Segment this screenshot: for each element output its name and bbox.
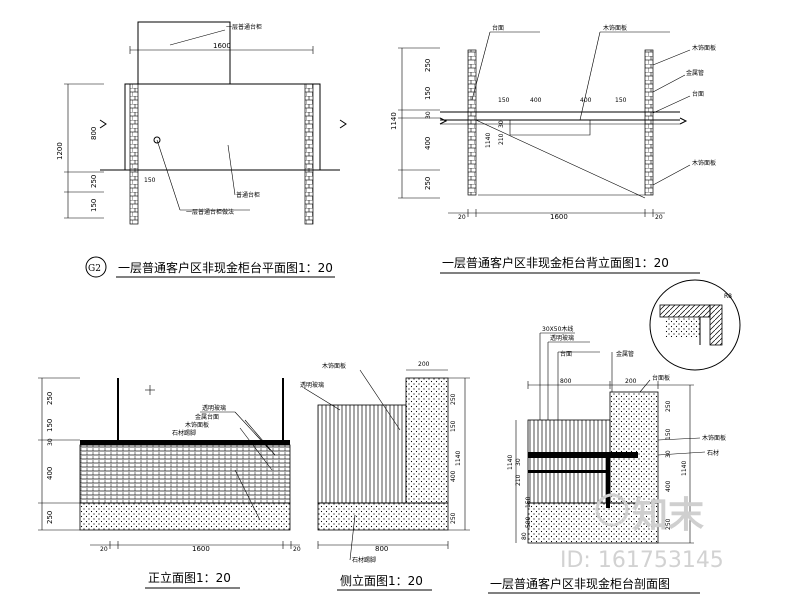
side-dim-250b: 250: [450, 512, 457, 524]
front-label-1: 透明玻璃: [202, 404, 226, 412]
section-title: 一层普通客户区非现金柜台剖面图: [490, 576, 670, 591]
section-left-150: 150: [525, 496, 532, 508]
rear-label-2: 木饰面板: [603, 24, 627, 32]
section-left-1140: 1140: [507, 455, 514, 470]
section-label-7: 石材: [707, 449, 719, 457]
section-dim-250: 250: [665, 400, 672, 412]
plan-callout-bottom: 一层普通台柜做法: [186, 208, 234, 216]
side-dim-total: 1140: [455, 451, 462, 466]
front-dim-150: 150: [46, 419, 54, 432]
section-dim-400: 400: [665, 480, 672, 492]
front-dim-30: 30: [47, 438, 54, 446]
section-label-4: 金属管: [616, 350, 634, 358]
side-dim-top: 200: [418, 361, 430, 368]
front-label-4: 石材踢脚: [172, 429, 196, 437]
section-left-580: 580: [525, 516, 532, 528]
rear-label-6: 木饰面板: [692, 159, 716, 167]
plan-callout-top: 一层普通台柜: [226, 23, 262, 31]
side-dim-400: 400: [450, 470, 457, 482]
plan-dim-bottom: 150: [144, 177, 156, 184]
rear-label-4: 金属管: [686, 69, 704, 77]
front-dim-left-20: 20: [100, 546, 108, 553]
plan-dim-250: 250: [90, 175, 98, 188]
rear-dim-left-20: 20: [458, 214, 466, 221]
front-label-3: 木饰面板: [185, 421, 209, 429]
section-label-2: 透明玻璃: [550, 334, 574, 342]
rear-dim-total: 1140: [390, 112, 398, 130]
section-label-6: 木饰面板: [702, 434, 726, 442]
rear-dim-400: 400: [424, 137, 432, 150]
rear-dim-210: 210: [498, 133, 505, 145]
front-title: 正立面图1：20: [148, 570, 231, 585]
side-title: 侧立面图1：20: [340, 573, 423, 588]
rear-dim-right-20: 20: [655, 214, 663, 221]
section-left-210: 210: [515, 474, 522, 486]
rear-dim-1140: 1140: [485, 133, 492, 148]
rear-dim-150-a: 150: [498, 97, 510, 104]
plan-dim-150: 150: [90, 199, 98, 212]
front-label-2: 金属台面: [195, 413, 219, 421]
detail-bubble: [649, 279, 741, 371]
plan-index: G2: [88, 264, 101, 274]
section-dim-150: 150: [665, 428, 672, 440]
section-left-80: 80: [521, 532, 528, 540]
side-label-3: 石材踢脚: [352, 556, 376, 564]
detail-label: R8: [724, 293, 732, 300]
rear-dim-30b: 30: [498, 120, 505, 128]
rear-dim-150: 150: [424, 87, 432, 100]
front-dim-250-bot: 250: [46, 511, 54, 524]
front-dim-width: 1600: [192, 545, 210, 553]
rear-label-1: 台面: [492, 24, 504, 32]
front-dim-right-20: 20: [293, 546, 301, 553]
section-label-5: 台面板: [652, 374, 670, 382]
section-dim-1140: 1140: [681, 461, 688, 476]
front-dim-250-top: 250: [46, 392, 54, 405]
section-label-3: 台面: [560, 350, 572, 358]
plan-title: 一层普通客户区非现金柜台平面图1：20: [118, 260, 333, 275]
plan-callout-mid: 普通台柜: [236, 191, 260, 199]
rear-label-5: 台面: [692, 90, 704, 98]
rear-dim-width: 1600: [550, 213, 568, 221]
section-left-30: 30: [515, 458, 522, 466]
section-dim-250b: 250: [665, 518, 672, 530]
section-dim-200: 200: [625, 378, 637, 385]
side-elevation-view: 200 800 1140 250 150 400 250 木饰面板 透明玻璃 石…: [300, 361, 470, 591]
side-dim-150: 150: [450, 420, 457, 432]
rear-dim-250-bot: 250: [424, 177, 432, 190]
front-elevation-view: 250 150 30 400 250 20 1600 20 透明玻璃 金属台面 …: [38, 377, 301, 589]
side-label-2: 透明玻璃: [300, 381, 324, 389]
watermark-id: ID: 161753145: [560, 548, 724, 573]
rear-label-3: 木饰面板: [692, 44, 716, 52]
watermark-logo: 知末: [595, 493, 704, 536]
plan-dim-total: 1200: [56, 142, 64, 160]
rear-dim-400-a: 400: [530, 97, 542, 104]
side-dim-250: 250: [450, 393, 457, 405]
side-label-1: 木饰面板: [322, 362, 346, 370]
index-symbol: [85, 256, 107, 278]
rear-dim-400-b: 400: [580, 97, 592, 104]
plan-dim-width: 1600: [213, 42, 231, 50]
side-dim-bottom: 800: [375, 545, 388, 553]
section-label-1: 30X50木线: [542, 325, 573, 333]
section-view: 800 200 1140 250 150 30 400 250 1140 30 …: [488, 279, 741, 594]
rear-title: 一层普通客户区非现金柜台背立面图1：20: [442, 255, 669, 270]
section-dim-800: 800: [560, 378, 572, 385]
front-dim-400: 400: [46, 467, 54, 480]
rear-elevation-view: 1140 250 150 30 400 250 20 1600 20 150 4…: [390, 24, 716, 274]
watermark-brand: 知末: [632, 495, 704, 536]
watermark: 知末 ID: 161753145: [560, 493, 724, 573]
rear-dim-150-b: 150: [615, 97, 627, 104]
plan-dim-800: 800: [90, 127, 98, 140]
rear-dim-250-top: 250: [424, 59, 432, 72]
rear-dim-30: 30: [425, 111, 432, 119]
plan-view: 1600 1200 800 250 150 150 一层普通台柜做法 一层普通台…: [56, 21, 347, 278]
